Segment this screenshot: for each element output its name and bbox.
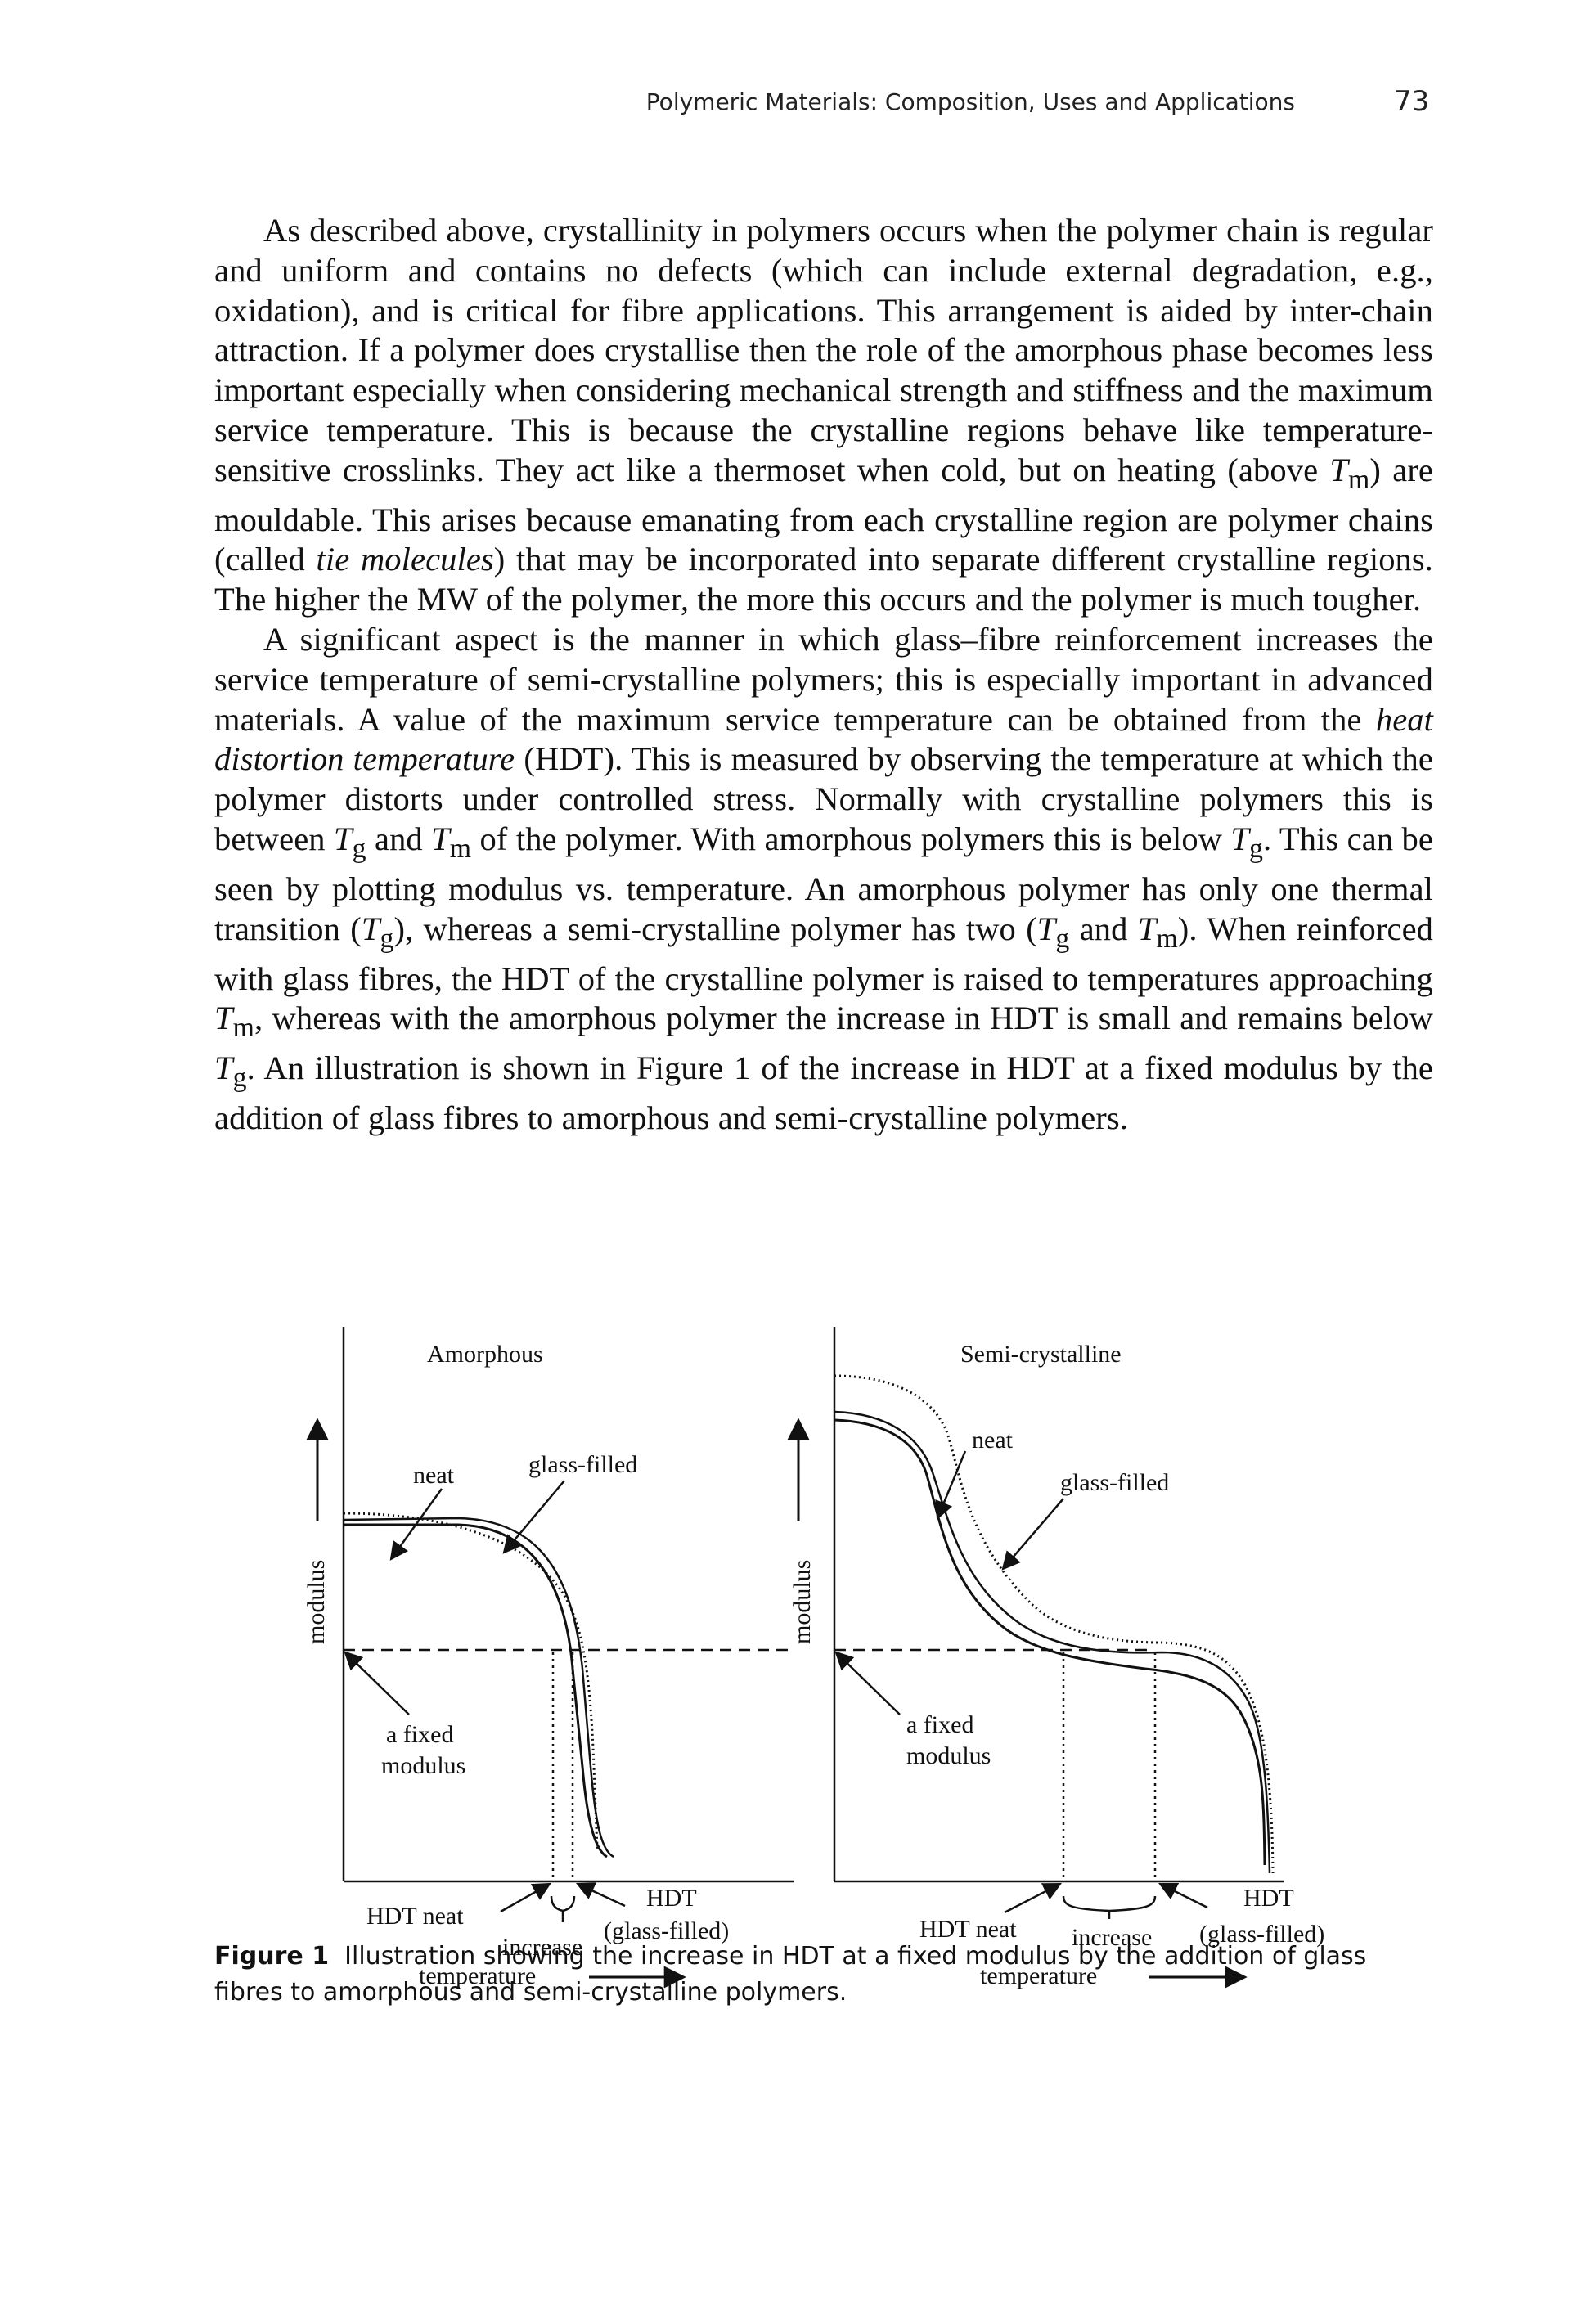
text-segment: g <box>1055 923 1070 954</box>
text-segment: . An illustration is shown in Figure 1 o… <box>214 1049 1433 1137</box>
label-hdt-neat: HDT neat <box>919 1916 1017 1943</box>
semicrystalline-panel: Semi-crystalline modulus neat glass-fill… <box>787 1327 1324 1989</box>
label-fixed-modulus: a fixed <box>386 1721 453 1748</box>
text-segment: (HDT). This is measured by observing the… <box>214 740 1433 858</box>
label-fixed-modulus-2: modulus <box>906 1742 991 1769</box>
label-fixed-modulus: a fixed <box>906 1711 973 1738</box>
paragraph-1: As described above, crystallinity in pol… <box>214 211 1433 620</box>
increase-bracket <box>550 1895 576 1922</box>
text-segment: T <box>1137 910 1157 947</box>
panel-title: Semi-crystalline <box>960 1341 1122 1368</box>
label-hdt-glass-filled-2: (glass-filled) <box>1199 1921 1324 1948</box>
fixed-modulus-pointer <box>834 1651 901 1715</box>
label-hdt-glass-filled: HDT <box>1243 1885 1294 1912</box>
text-segment: g <box>232 1063 247 1094</box>
hdt-neat-pointer <box>500 1882 551 1913</box>
text-segment: m <box>232 1013 254 1044</box>
increase-bracket <box>1062 1895 1157 1919</box>
text-segment: T <box>361 910 380 947</box>
label-hdt-neat: HDT neat <box>366 1903 464 1930</box>
label-neat: neat <box>972 1427 1014 1454</box>
text-segment: and <box>366 820 432 858</box>
text-segment: . This can be seen by plotting modulus v… <box>214 820 1433 947</box>
panel-title: Amorphous <box>427 1341 543 1368</box>
amorphous-panel: Amorphous modulus neat glass-filled a fi… <box>303 1327 794 1989</box>
glass-filled-dotted-curve <box>834 1374 1275 1874</box>
text-segment: T <box>1036 910 1056 947</box>
neat-curve <box>834 1418 1266 1866</box>
label-increase: increase <box>502 1934 582 1961</box>
text-segment: g <box>352 834 366 865</box>
hdt-glass-filled-pointer <box>575 1882 626 1908</box>
text-segment: and <box>1069 910 1138 947</box>
text-segment: T <box>334 820 353 858</box>
neat-pointer <box>389 1488 443 1561</box>
paragraph-2: A significant aspect is the manner in wh… <box>214 620 1433 1139</box>
caption-label: Figure 1 <box>214 1942 330 1971</box>
text-segment: ), whereas a semi-crystalline polymer ha… <box>393 910 1037 947</box>
text-segment: ) that may be incorporated into separate… <box>214 541 1433 618</box>
text-segment: T <box>431 820 450 858</box>
label-neat: neat <box>413 1462 455 1489</box>
text-segment: m <box>449 834 472 865</box>
text-segment: ). When reinforced with glass fibres, th… <box>214 910 1433 997</box>
text-segment: heat distortion temperature <box>214 700 1433 778</box>
text-segment: T <box>214 1000 233 1037</box>
glass-filled-curve <box>834 1410 1271 1874</box>
text-segment: , whereas with the amorphous polymer the… <box>254 1000 1433 1037</box>
y-axis-label: modulus <box>303 1560 330 1644</box>
x-axis-label: temperature <box>419 1962 536 1989</box>
label-increase: increase <box>1072 1924 1152 1951</box>
glass-filled-pointer <box>502 1480 565 1554</box>
figure-caption: Figure 1 Illustration showing the increa… <box>214 1939 1433 2011</box>
glass-filled-curve <box>343 1517 614 1858</box>
label-hdt-glass-filled-2: (glass-filled) <box>604 1917 729 1944</box>
label-fixed-modulus-2: modulus <box>381 1752 465 1779</box>
page-number: 73 <box>1394 85 1430 118</box>
neat-pointer <box>935 1450 967 1521</box>
text-segment: As described above, crystallinity in pol… <box>214 212 1433 488</box>
y-axis-label: modulus <box>789 1560 816 1644</box>
text-segment: g <box>380 923 394 954</box>
label-glass-filled: glass-filled <box>1060 1469 1169 1496</box>
glass-filled-dotted-curve <box>343 1512 599 1849</box>
text-segment: T <box>1329 451 1349 488</box>
text-segment: A significant aspect is the manner in wh… <box>214 621 1433 738</box>
fixed-modulus-pointer <box>344 1651 410 1715</box>
body-text: As described above, crystallinity in pol… <box>214 211 1433 1139</box>
text-segment: T <box>214 1049 233 1087</box>
text-segment: of the polymer. With amorphous polymers … <box>471 820 1231 858</box>
text-segment: tie molecules <box>316 541 494 578</box>
hdt-glass-filled-pointer <box>1158 1882 1208 1909</box>
label-glass-filled: glass-filled <box>528 1451 637 1478</box>
hdt-neat-pointer <box>1004 1882 1063 1914</box>
text-segment: m <box>1156 923 1178 954</box>
x-axis-label: temperature <box>980 1962 1097 1989</box>
neat-curve <box>344 1523 608 1858</box>
text-segment: m <box>1348 464 1370 495</box>
running-head: Polymeric Materials: Composition, Uses a… <box>645 88 1295 115</box>
glass-filled-pointer <box>1001 1498 1064 1571</box>
caption-text: Illustration showing the increase in HDT… <box>214 1942 1367 2007</box>
label-hdt-glass-filled: HDT <box>646 1885 697 1912</box>
text-segment: T <box>1230 820 1250 858</box>
text-segment: g <box>1249 834 1264 865</box>
text-segment: ) are mouldable. This arises because ema… <box>214 451 1433 578</box>
